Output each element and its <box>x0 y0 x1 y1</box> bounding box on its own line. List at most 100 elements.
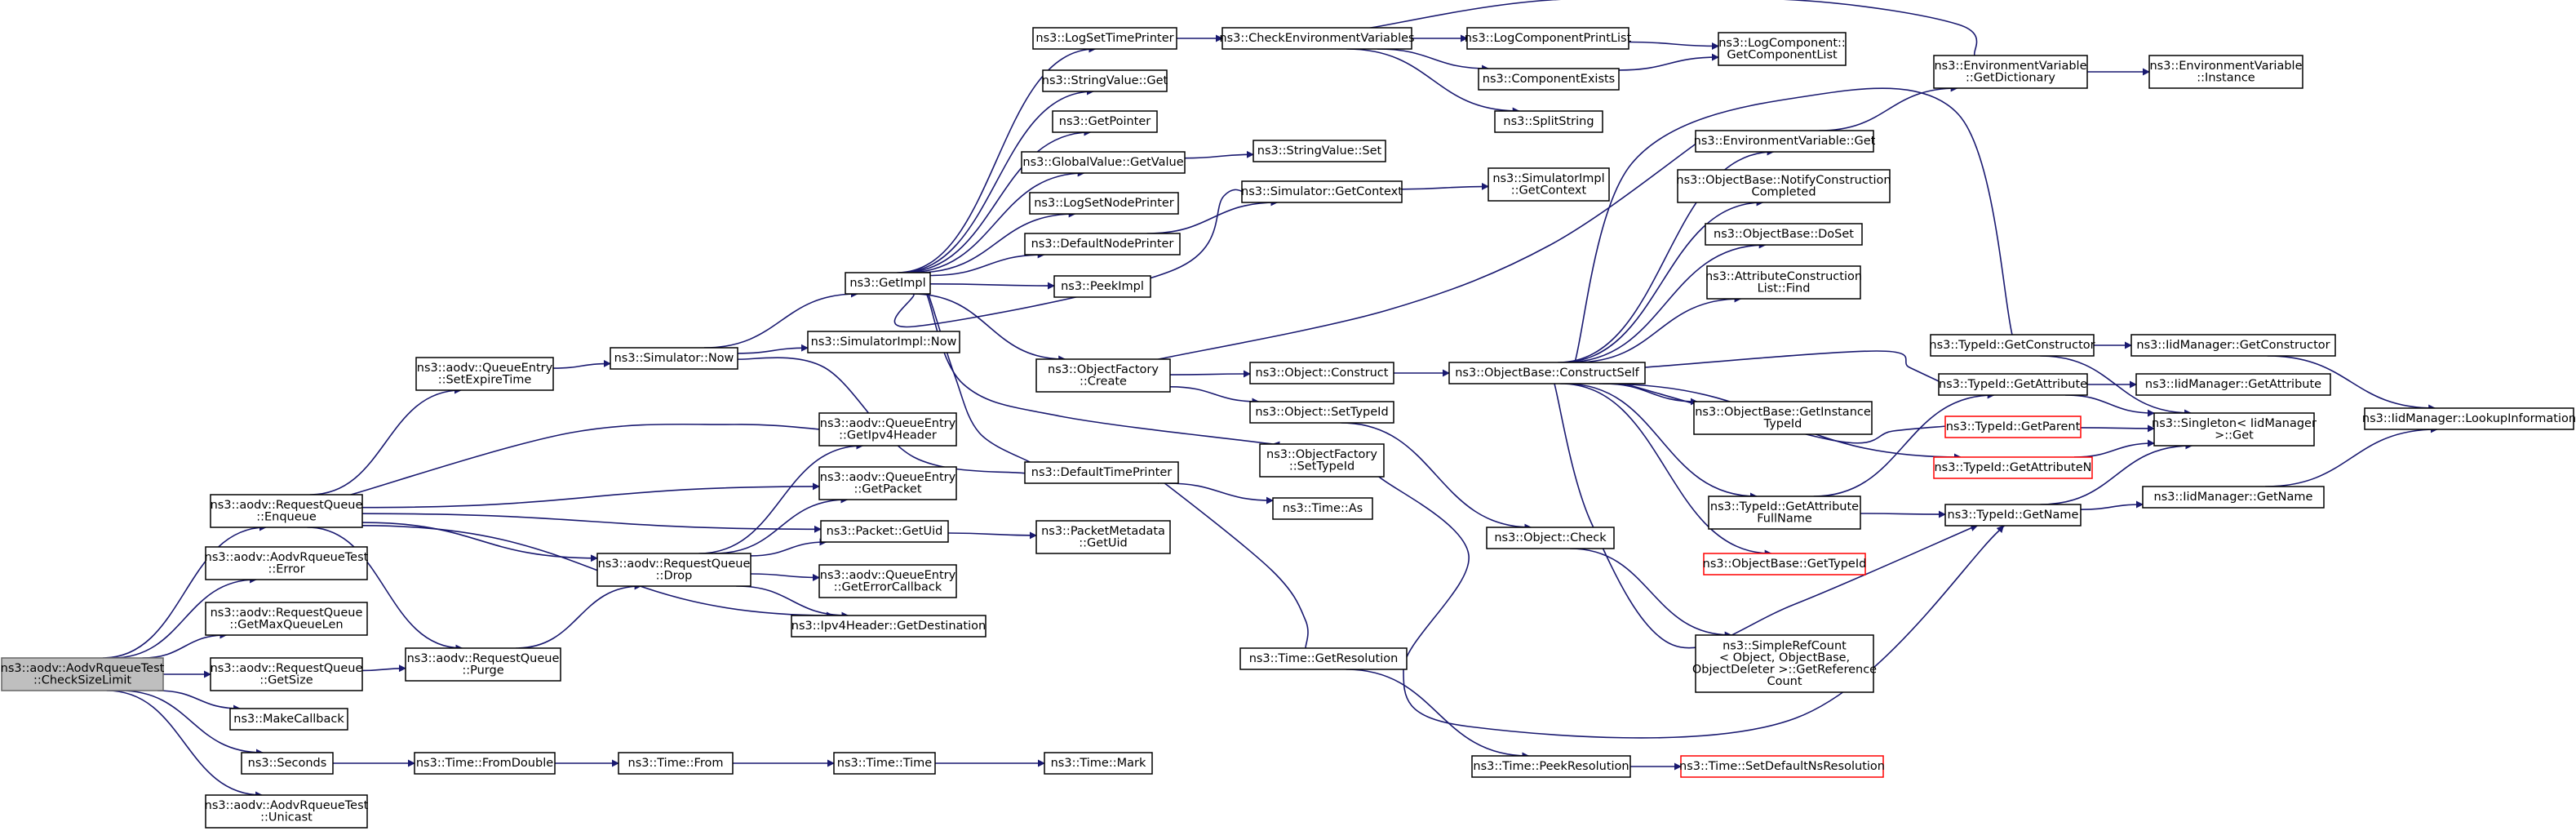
node-checkenv[interactable]: ns3::CheckEnvironmentVariables <box>1219 27 1415 50</box>
node-envvarget[interactable]: ns3::EnvironmentVariable::Get <box>1694 130 1876 153</box>
node-getpacket[interactable]: ns3::aodv::QueueEntry::GetPacket <box>818 466 957 500</box>
node-box <box>1466 27 1629 50</box>
node-logsetnodeprinter[interactable]: ns3::LogSetNodePrinter <box>1029 192 1179 215</box>
call-edge-timegetres-to-timepeekres <box>1346 669 1530 760</box>
node-aodv_error[interactable]: ns3::aodv::AodvRqueueTest::Error <box>205 546 369 580</box>
node-label: ns3::Simulator::Now <box>614 352 734 365</box>
node-box <box>1042 69 1168 92</box>
node-simgetcontext[interactable]: ns3::Simulator::GetContext <box>1241 180 1403 203</box>
node-geterrcb[interactable]: ns3::aodv::QueueEntry::GetErrorCallback <box>818 564 957 598</box>
node-label: ns3::Time::As <box>1283 502 1363 515</box>
node-label: ns3::LogComponent:: <box>1718 37 1846 50</box>
node-typeidgetconstructor[interactable]: ns3::TypeId::GetConstructor <box>1929 334 2095 357</box>
call-edge-getimpl-to-logsetnodeprinter <box>916 210 1076 273</box>
node-root[interactable]: ns3::aodv::AodvRqueueTest::CheckSizeLimi… <box>1 657 165 691</box>
node-label: ns3::IidManager::GetName <box>2154 491 2313 504</box>
node-box <box>2142 486 2325 509</box>
node-objfactsettypeid[interactable]: ns3::ObjectFactory::SetTypeId <box>1259 443 1385 478</box>
node-simplerefcount[interactable]: ns3::SimpleRefCount< Object, ObjectBase,… <box>1692 634 1877 693</box>
node-globalvalueget[interactable]: ns3::GlobalValue::GetValue <box>1021 151 1186 174</box>
node-peekimpl[interactable]: ns3::PeekImpl <box>1053 275 1151 298</box>
node-box <box>1239 647 1408 670</box>
node-getimpl[interactable]: ns3::GetImpl <box>845 272 931 295</box>
node-box <box>1944 504 2082 527</box>
node-drop[interactable]: ns3::aodv::RequestQueue::Drop <box>596 553 752 587</box>
node-box <box>405 647 561 682</box>
node-box <box>1478 68 1620 91</box>
call-edge-enqueue-to-drop <box>361 522 598 562</box>
node-objconstruct[interactable]: ns3::Object::Construct <box>1249 362 1394 384</box>
node-label: ns3::StringValue::Get <box>1042 74 1168 87</box>
node-stringvalueget[interactable]: ns3::StringValue::Get <box>1042 69 1168 92</box>
call-edge-objbaseconstructself-to-attrconstrfind <box>1574 295 1742 363</box>
node-box <box>1053 275 1151 298</box>
node-timepeekres[interactable]: ns3::Time::PeekResolution <box>1471 755 1631 778</box>
call-edge-simnow-to-getimpl <box>703 290 858 349</box>
node-getmaxqlen[interactable]: ns3::aodv::RequestQueue::GetMaxQueueLen <box>205 602 368 636</box>
node-timemark[interactable]: ns3::Time::Mark <box>1044 752 1153 775</box>
node-pktmetagetuid[interactable]: ns3::PacketMetadata::GetUid <box>1035 520 1171 554</box>
node-makecallback[interactable]: ns3::MakeCallback <box>229 708 348 731</box>
call-edge-getimpl-to-getpointer <box>902 128 1092 273</box>
node-timefrom[interactable]: ns3::Time::From <box>618 752 734 775</box>
node-typeidgetname[interactable]: ns3::TypeId::GetName <box>1944 504 2082 527</box>
call-edge-root-to-makecallback <box>157 690 242 713</box>
node-typeidgetattribute[interactable]: ns3::TypeId::GetAttribute <box>1938 373 2088 396</box>
node-timegetres[interactable]: ns3::Time::GetResolution <box>1239 647 1408 670</box>
node-envvarinstance[interactable]: ns3::EnvironmentVariable::Instance <box>2148 55 2303 89</box>
node-typeidgetparent[interactable]: ns3::TypeId::GetParent <box>1944 416 2082 438</box>
node-simimplgetctx[interactable]: ns3::SimulatorImpl::GetContext <box>1488 167 1610 202</box>
node-iidgetattribute[interactable]: ns3::IidManager::GetAttribute <box>2135 373 2331 396</box>
node-objsettypeid[interactable]: ns3::Object::SetTypeId <box>1249 401 1394 424</box>
node-getpointer[interactable]: ns3::GetPointer <box>1052 110 1158 133</box>
node-label: ns3::TypeId::GetConstructor <box>1929 339 2095 352</box>
node-fromdouble[interactable]: ns3::Time::FromDouble <box>414 752 556 775</box>
node-getsize[interactable]: ns3::aodv::RequestQueue::GetSize <box>210 657 363 691</box>
node-simimplnow[interactable]: ns3::SimulatorImpl::Now <box>807 331 960 353</box>
node-timeas[interactable]: ns3::Time::As <box>1272 497 1373 520</box>
node-iidgetname[interactable]: ns3::IidManager::GetName <box>2142 486 2325 509</box>
node-splitstring[interactable]: ns3::SplitString <box>1494 110 1603 133</box>
node-stringvalueset[interactable]: ns3::StringValue::Set <box>1253 140 1386 162</box>
node-iidlookupinfo[interactable]: ns3::IidManager::LookupInformation <box>2362 407 2576 430</box>
node-typeidgetattributen[interactable]: ns3::TypeId::GetAttributeN <box>1933 456 2093 479</box>
node-timesetdefaultres[interactable]: ns3::Time::SetDefaultNsResolution <box>1679 755 1885 778</box>
node-defaultnodeprinter[interactable]: ns3::DefaultNodePrinter <box>1024 233 1181 256</box>
node-label: ns3::ComponentExists <box>1483 73 1616 86</box>
node-objbasenotify[interactable]: ns3::ObjectBase::NotifyConstructionCompl… <box>1676 169 1891 203</box>
node-purge[interactable]: ns3::aodv::RequestQueue::Purge <box>405 647 561 682</box>
node-unicast[interactable]: ns3::aodv::AodvRqueueTest::Unicast <box>205 794 369 829</box>
node-seconds[interactable]: ns3::Seconds <box>241 752 334 775</box>
node-objbasedoset[interactable]: ns3::ObjectBase::DoSet <box>1705 223 1863 246</box>
node-objfactcreate[interactable]: ns3::ObjectFactory::Create <box>1035 358 1171 393</box>
node-getipv4hdr[interactable]: ns3::aodv::QueueEntry::GetIpv4Header <box>818 412 957 447</box>
node-logcompprintlist[interactable]: ns3::LogComponentPrintList <box>1465 27 1632 50</box>
node-objcheck[interactable]: ns3::Object::Check <box>1486 527 1615 549</box>
node-iidgetconstructor[interactable]: ns3::IidManager::GetConstructor <box>2130 334 2336 357</box>
node-logcompgetlist[interactable]: ns3::LogComponent::GetComponentList <box>1718 32 1847 66</box>
node-defaulttimeprinter[interactable]: ns3::DefaultTimePrinter <box>1024 461 1179 484</box>
node-box <box>1938 373 2088 396</box>
node-box <box>1253 140 1386 162</box>
node-simnow[interactable]: ns3::Simulator::Now <box>610 347 738 370</box>
node-singletonget[interactable]: ns3::Singleton< IidManager >::Get <box>2152 412 2317 447</box>
node-timetime[interactable]: ns3::Time::Time <box>833 752 936 775</box>
node-enqueue[interactable]: ns3::aodv::RequestQueue::Enqueue <box>210 494 363 528</box>
node-compexists[interactable]: ns3::ComponentExists <box>1478 68 1620 91</box>
call-edge-typeidgetattrfullname-to-typeidgetname <box>1860 510 1946 518</box>
node-pktgetuid[interactable]: ns3::Packet::GetUid <box>820 520 949 543</box>
node-setexpire[interactable]: ns3::aodv::QueueEntry::SetExpireTime <box>415 357 554 391</box>
call-edge-drop-to-geterrcb <box>750 573 820 581</box>
node-ipv4getdest[interactable]: ns3::Ipv4Header::GetDestination <box>791 615 987 638</box>
node-envvargetdict[interactable]: ns3::EnvironmentVariable::GetDictionary <box>1933 55 2088 89</box>
node-objbaseconstructself[interactable]: ns3::ObjectBase::ConstructSelf <box>1448 362 1646 384</box>
node-label: ns3::CheckEnvironmentVariables <box>1219 32 1414 45</box>
node-box <box>833 752 936 775</box>
node-objbasegettypeid[interactable]: ns3::ObjectBase::GetTypeId <box>1703 553 1867 575</box>
node-logsettimeprinter[interactable]: ns3::LogSetTimePrinter <box>1032 27 1177 50</box>
call-edge-objbaseconstructself-to-objbasedoset <box>1565 241 1767 363</box>
